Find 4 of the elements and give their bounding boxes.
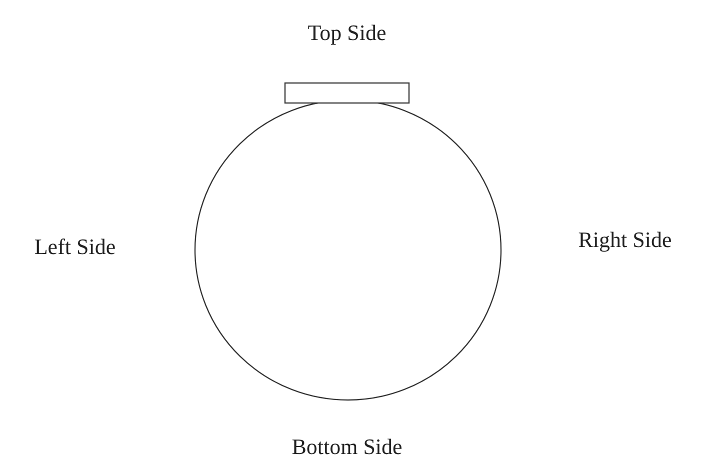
side-label: Bottom Side (292, 434, 402, 460)
side-label: Right Side (578, 227, 672, 253)
side-label: Left Side (34, 234, 116, 260)
side-label: Top Side (308, 20, 386, 46)
